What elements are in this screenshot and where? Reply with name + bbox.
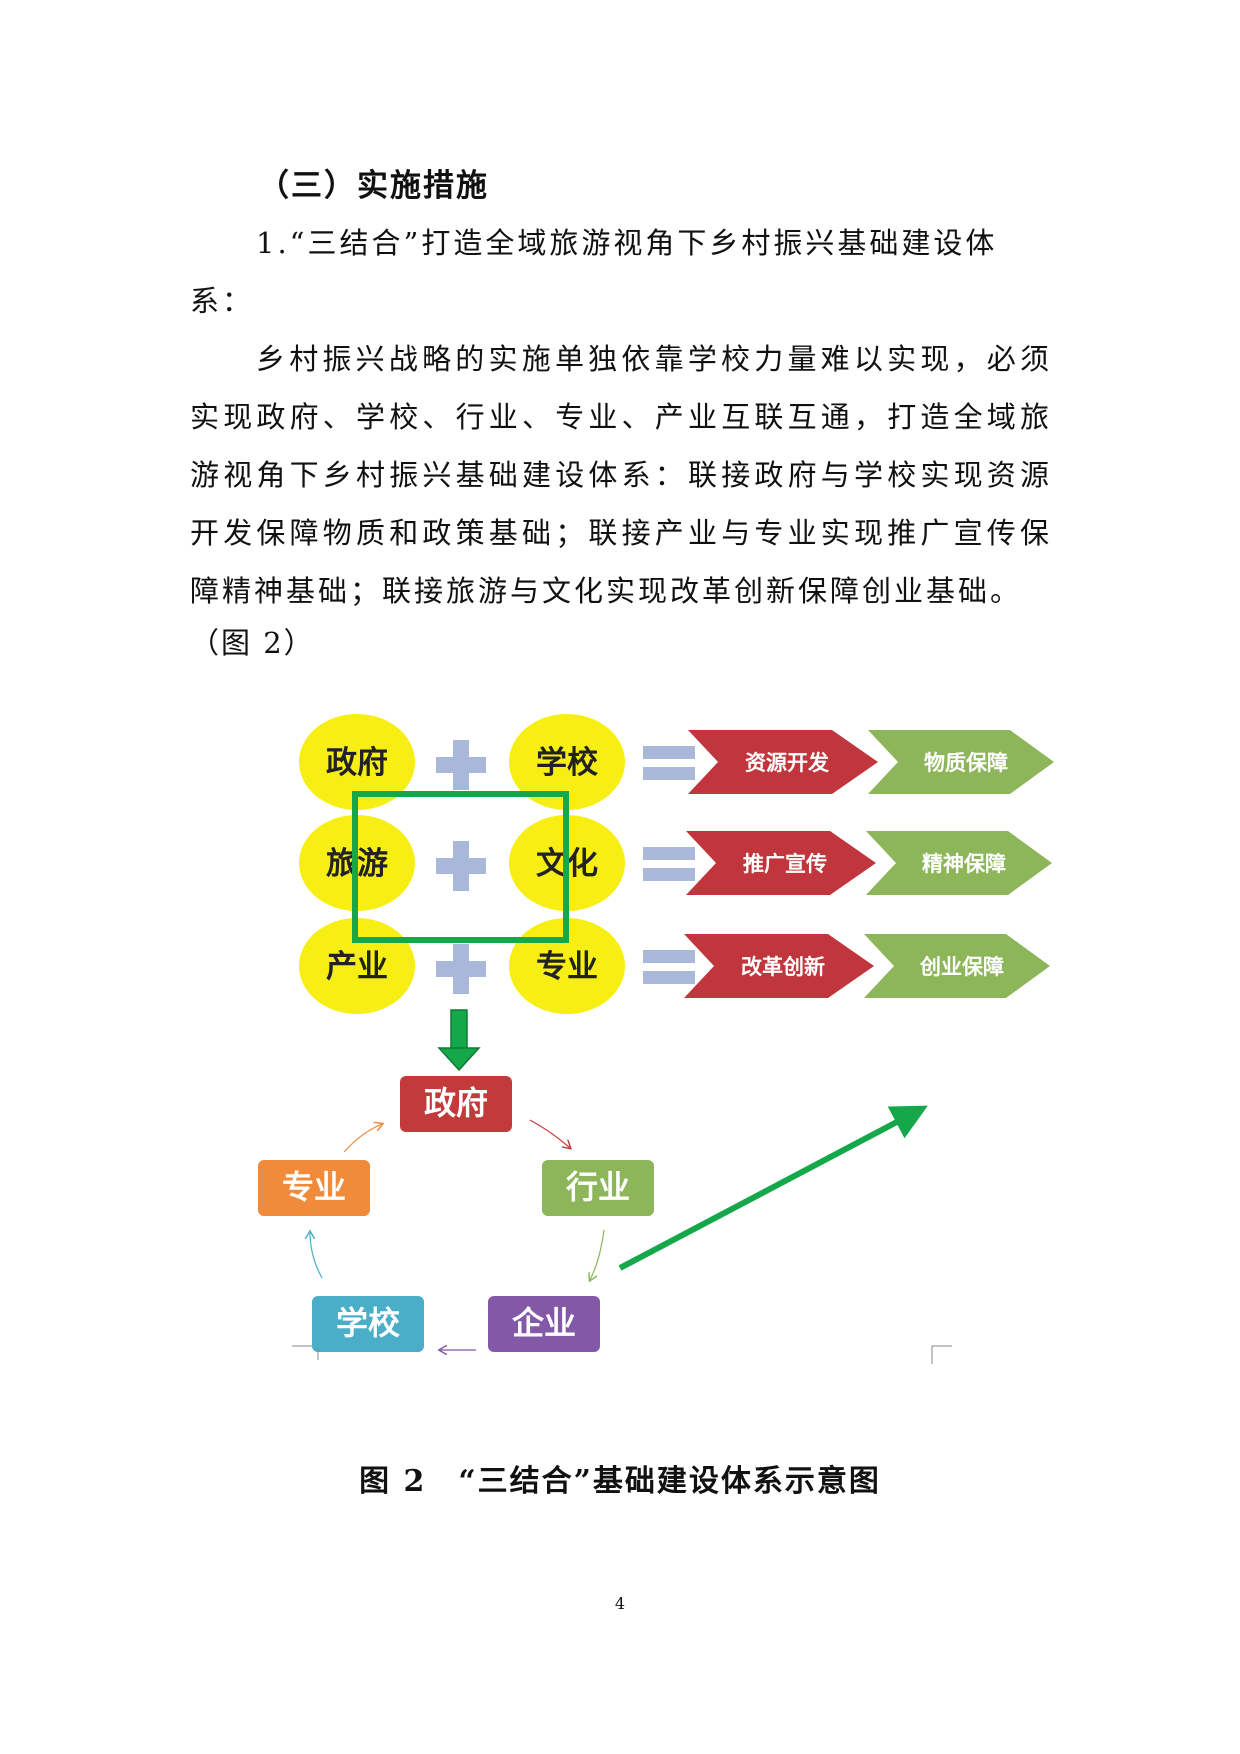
equals-icon <box>643 746 695 780</box>
oval-row1-left <box>299 714 415 810</box>
result-label-row2-second: 精神保障 <box>922 851 1006 876</box>
growth-arrow <box>618 1105 928 1271</box>
oval-row1-right <box>509 714 625 810</box>
result-label-row3-second: 创业保障 <box>919 954 1004 979</box>
paragraph-2: 乡村振兴战略的实施单独依靠学校力量难以实现，必须实现政府、学校、行业、专业、产业… <box>190 342 1052 608</box>
cycle-box-bottom-left <box>312 1296 424 1352</box>
result-label-row1-second: 物质保障 <box>924 750 1008 775</box>
result-label-row3-first: 改革创新 <box>741 954 825 979</box>
result-arrow-row3-first <box>684 934 874 998</box>
diagram-row-1: 政府 学校 资源开发 物质保障 <box>299 714 1054 810</box>
connector-bottom-left-to-left <box>310 1232 323 1279</box>
down-arrow-icon <box>437 1009 481 1072</box>
result-arrow-row2-first <box>686 831 876 895</box>
oval-label-row1-right: 学校 <box>536 745 598 781</box>
result-label-row1-first: 资源开发 <box>745 750 830 775</box>
corner-mark-right <box>931 1345 952 1364</box>
cycle-label-right: 行业 <box>566 1168 630 1206</box>
cycle-box-top <box>400 1076 512 1132</box>
paragraph-1: 1.“三结合”打造全域旅游视角下乡村振兴基础建设体系： <box>190 226 998 318</box>
cycle-label-bottom-left: 学校 <box>336 1304 400 1342</box>
figure-reference: （图 2） <box>190 626 315 660</box>
three-combination-diagram: 政府 学校 资源开发 物质保障 旅游 文化 <box>258 714 1054 1364</box>
equals-icon <box>643 950 695 984</box>
plus-icon <box>436 740 486 790</box>
cycle-box-left <box>258 1160 370 1216</box>
corner-mark-left <box>292 1345 319 1360</box>
cycle-box-right <box>542 1160 654 1216</box>
highlight-square <box>352 791 569 943</box>
result-arrow-row2-second <box>866 831 1052 895</box>
connector-left-to-top <box>343 1124 382 1153</box>
result-arrow-row1-first <box>688 730 878 794</box>
result-arrow-row1-second <box>868 730 1054 794</box>
oval-label-row3-right: 专业 <box>536 949 598 985</box>
equals-icon <box>643 847 695 881</box>
cycle-label-top: 政府 <box>424 1084 488 1122</box>
connector-top-to-right <box>529 1119 570 1148</box>
diagram-row-3: 产业 专业 改革创新 创业保障 <box>299 918 1050 1014</box>
oval-label-row3-left: 产业 <box>326 949 388 985</box>
cycle-box-bottom-right <box>488 1296 600 1352</box>
section-heading: （三）实施措施 <box>258 168 489 204</box>
result-label-row2-first: 推广宣传 <box>743 851 827 876</box>
page-number: 4 <box>614 1594 626 1613</box>
plus-icon <box>436 841 486 891</box>
figure-caption: 图 2 “三结合”基础建设体系示意图 <box>359 1464 881 1499</box>
plus-icon <box>436 944 486 994</box>
cycle-label-left: 专业 <box>282 1168 346 1206</box>
cycle-label-bottom-right: 企业 <box>512 1304 576 1342</box>
oval-label-row1-left: 政府 <box>326 745 388 781</box>
result-arrow-row3-second <box>864 934 1050 998</box>
connector-right-to-bottom <box>590 1229 605 1280</box>
diagram-row-2: 旅游 文化 推广宣传 精神保障 <box>299 815 1052 911</box>
